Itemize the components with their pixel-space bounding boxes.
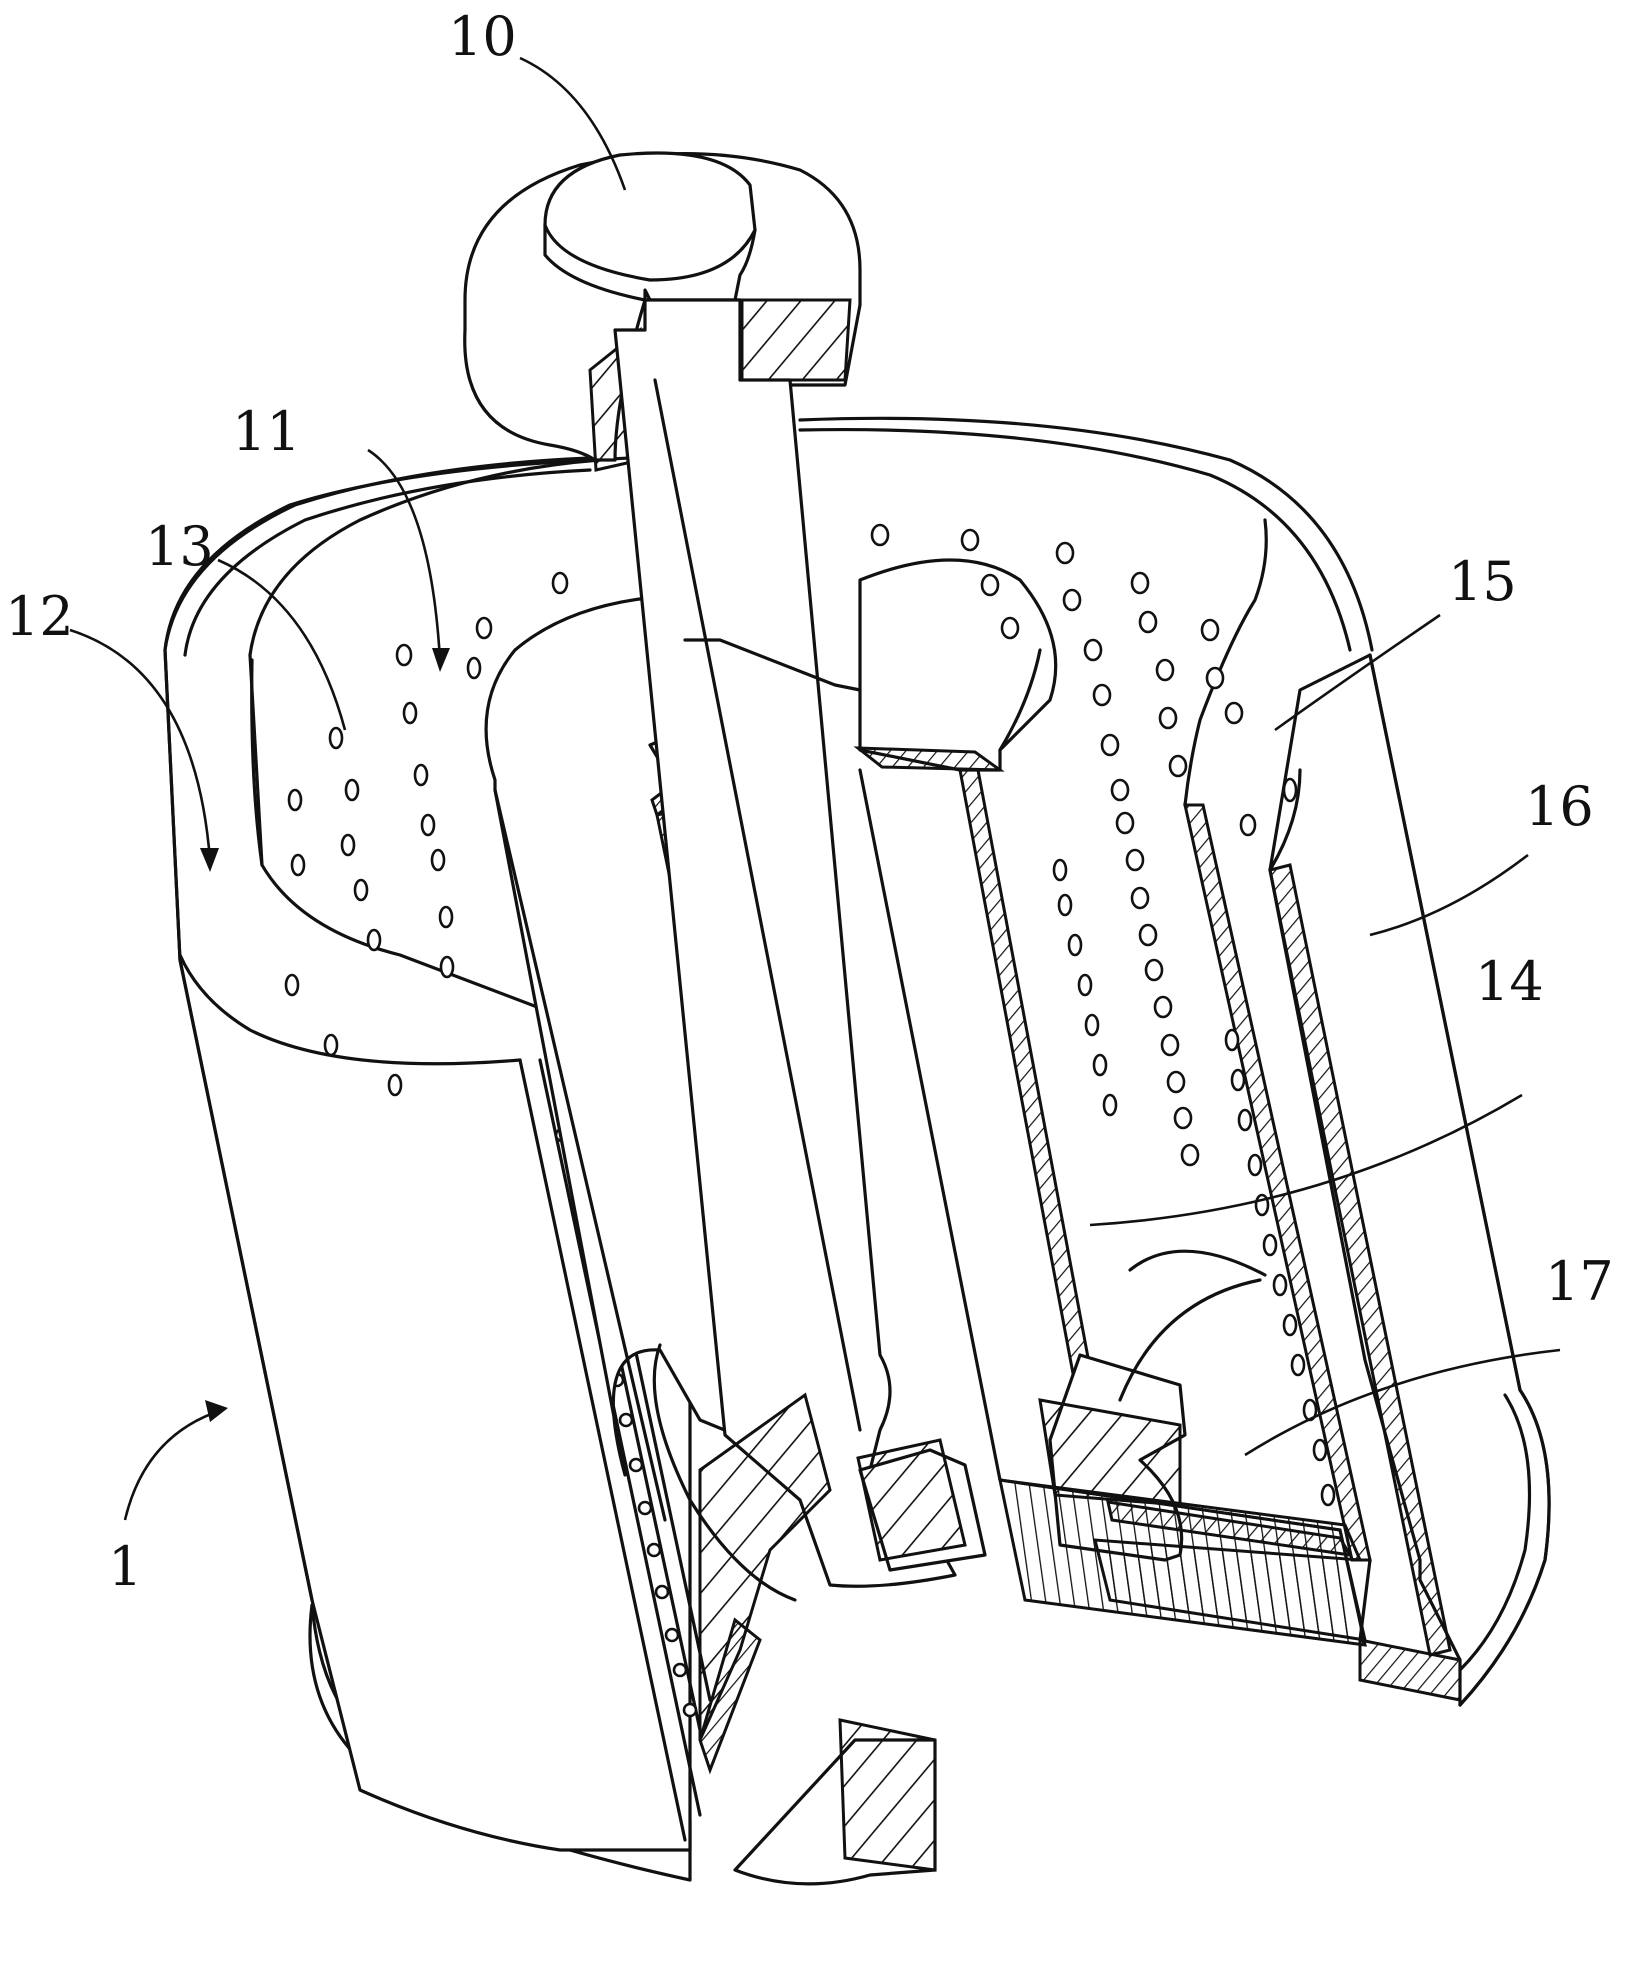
leader-17 (1244, 1348, 1561, 1457)
perforations-right (870, 523, 1336, 1507)
leader-13 (217, 558, 347, 731)
label-10: 10 (448, 5, 517, 68)
bottom-plate (698, 1249, 1367, 1775)
label-1: 1 (108, 1535, 142, 1598)
leader-12 (69, 628, 212, 861)
arrow-12 (200, 848, 219, 872)
right-shells (798, 416, 1551, 1707)
leader-14 (1089, 1093, 1523, 1227)
leader-16 (1369, 853, 1529, 937)
leader-10 (519, 56, 627, 191)
arrow-11 (432, 648, 450, 672)
label-12: 12 (5, 585, 74, 648)
leader-lines (69, 56, 1561, 1521)
leader-1 (123, 1408, 223, 1521)
arrow-1 (205, 1400, 228, 1422)
reference-numerals: 10 11 13 12 15 16 14 17 1 (5, 5, 1614, 1598)
label-17: 17 (1545, 1250, 1614, 1313)
label-14: 14 (1475, 950, 1544, 1013)
label-13: 13 (145, 515, 214, 578)
label-16: 16 (1525, 775, 1594, 838)
leader-15 (1274, 613, 1441, 732)
label-11: 11 (232, 400, 301, 463)
perforations-left (284, 571, 569, 1097)
leader-11 (367, 448, 442, 661)
label-15: 15 (1448, 550, 1517, 613)
